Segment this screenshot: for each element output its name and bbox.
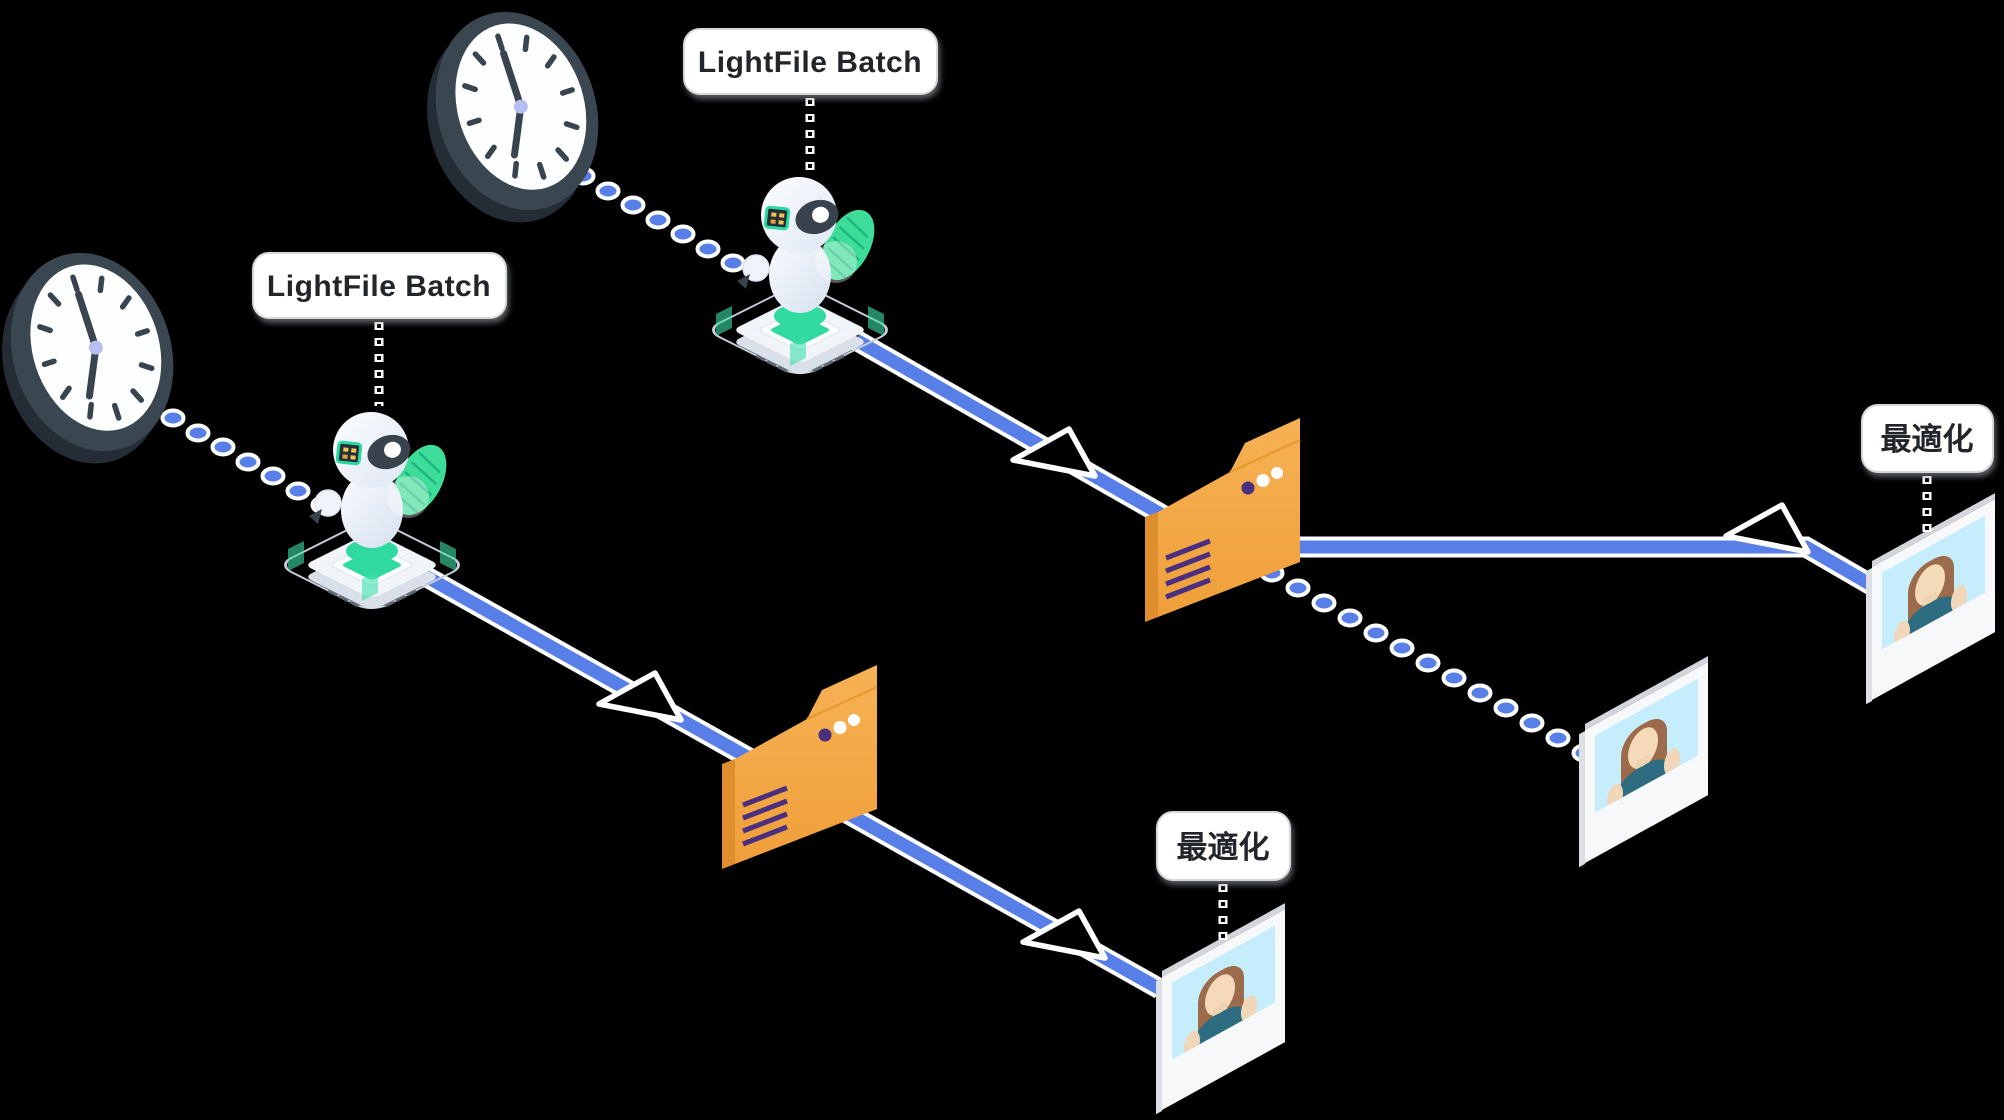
folder-icon-right — [1145, 418, 1300, 622]
label-optimized-right-text: 最適化 — [1881, 422, 1974, 457]
dotted-line-clock-left-to-robot-left — [135, 394, 336, 515]
dashed-connectors — [374, 98, 1932, 941]
label-optimized-right: 最適化 — [1861, 404, 1994, 473]
dotted-line-folder-right-to-photo-middle — [1259, 563, 1597, 763]
flow-line-robot-top-to-folder-right — [850, 330, 1186, 535]
label-lightfile-batch-top: LightFile Batch — [683, 28, 938, 95]
clock-icon-left — [0, 232, 201, 485]
label-lightfile-batch-top-text: LightFile Batch — [698, 46, 922, 79]
flow-lines — [412, 330, 1886, 999]
clock-icon-top — [399, 0, 626, 244]
folder-icon-left — [722, 665, 877, 869]
photo-icon-middle — [1579, 656, 1708, 867]
label-lightfile-batch-left: LightFile Batch — [252, 252, 507, 319]
label-optimized-bottom-text: 最適化 — [1177, 830, 1270, 865]
label-optimized-bottom: 最適化 — [1156, 811, 1291, 881]
label-lightfile-batch-left-text: LightFile Batch — [267, 270, 491, 303]
flow-line-folder-right-to-photo-right — [1288, 536, 1886, 600]
